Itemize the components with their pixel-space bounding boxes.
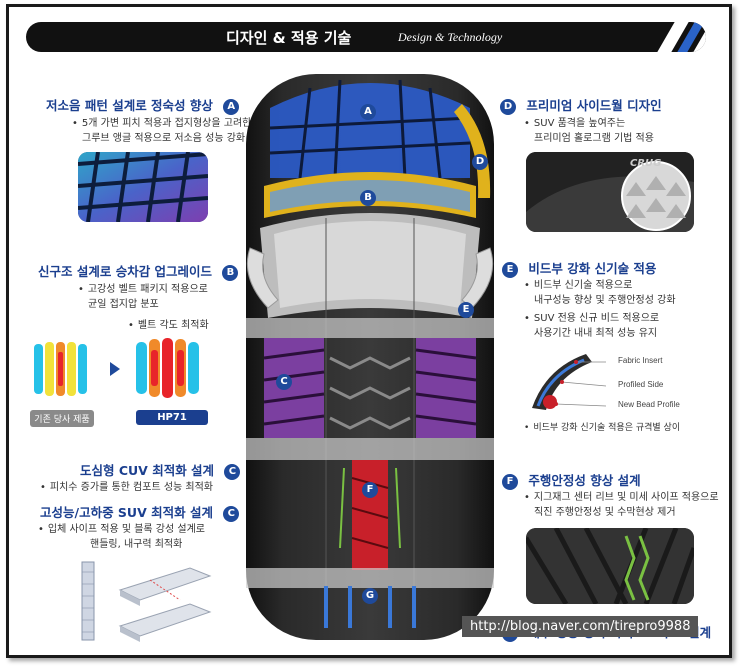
header-subtitle: Design & Technology [398, 30, 503, 44]
section-c1-line-1-text: 피치수 증가를 통한 컴포트 성능 최적화 [49, 482, 213, 493]
section-c1-title: 도심형 CUV 최적화 설계 C [80, 460, 241, 480]
section-b-line-3-text: 벨트 각도 최적화 [137, 320, 209, 331]
tire-marker-c: C [276, 374, 292, 390]
section-a-title: 저소음 패턴 설계로 정숙성 향상 A [46, 95, 240, 115]
bead-label-profiled-side: Profiled Side [618, 380, 664, 389]
section-f-badge: F [502, 473, 518, 490]
section-b-line-2: 균일 접지압 분포 [88, 299, 159, 310]
section-c2-line-1: •입체 사이프 적용 및 블록 강성 설계로 [38, 524, 205, 535]
section-e-line-4: 사용기간 내내 최적 성능 유지 [534, 328, 658, 339]
footprint-heatmap-old [32, 340, 94, 398]
section-a-badge: A [223, 98, 240, 115]
tread-pattern-graphic [78, 152, 208, 222]
section-e-note: •비드부 강화 신기술 적용은 규격별 상이 [524, 423, 681, 433]
section-e-line-2: 내구성능 향상 및 주행안정성 강화 [534, 295, 676, 306]
section-c2-badge: C [223, 505, 240, 522]
section-b-line-3: •벨트 각도 최적화 [128, 320, 209, 331]
sidewall-image: CRUG [526, 152, 694, 232]
tire-illustration: A B C D E F G [240, 68, 500, 648]
section-a-line-2: 그루브 앵글 적용으로 저소음 성능 강화 [82, 133, 246, 144]
header-bar: 디자인 & 적용 기술 Design & Technology [26, 22, 706, 52]
arrow-right-icon [110, 362, 120, 376]
section-f-line-2: 직진 주행안정성 및 수막현상 제거 [534, 507, 676, 518]
section-f-title-text: 주행안정성 향상 설계 [528, 473, 641, 488]
blog-watermark: http://blog.naver.com/tirepro9988 [462, 616, 699, 637]
section-c2-title-text: 고성능/고하중 SUV 최적화 설계 [40, 505, 213, 520]
section-d-badge: D [500, 98, 516, 115]
section-c2-line-2: 핸들링, 내구력 최적화 [90, 539, 183, 550]
section-d-line-1-text: SUV 품격을 높여주는 [533, 118, 626, 129]
header-title: 디자인 & 적용 기술 [226, 29, 352, 47]
section-b-title: 신구조 설계로 승차감 업그레이드 B [38, 261, 239, 281]
bead-diagram [526, 348, 694, 416]
tire-graphic [246, 74, 494, 640]
bead-label-fabric-insert: Fabric Insert [618, 356, 663, 365]
section-d-line-1: •SUV 품격을 높여주는 [524, 118, 626, 129]
section-f-title: F 주행안정성 향상 설계 [502, 470, 641, 490]
tread-pattern-image [78, 152, 208, 222]
tire-marker-g: G [362, 588, 378, 604]
center-rib-image [526, 528, 694, 604]
sipe-illustration [80, 560, 230, 644]
tire-marker-e: E [458, 302, 474, 318]
section-b-line-1-text: 고강성 벨트 패키지 적용으로 [87, 284, 208, 295]
tire-marker-f: F [362, 482, 378, 498]
section-b-line-1: •고강성 벨트 패키지 적용으로 [78, 284, 208, 295]
section-a-title-text: 저소음 패턴 설계로 정숙성 향상 [46, 98, 213, 113]
section-e-line-3: •SUV 전용 신규 비드 적용으로 [524, 313, 660, 324]
label-hp71: HP71 [136, 410, 208, 425]
sidewall-brand-text: CRUG [630, 158, 662, 169]
section-e-line-3-text: SUV 전용 신규 비드 적용으로 [533, 313, 660, 324]
section-e-title: E 비드부 강화 신기술 적용 [502, 258, 656, 278]
section-c1-badge: C [224, 463, 241, 480]
section-d-line-2: 프리미엄 홀로그램 기법 적용 [534, 133, 654, 144]
section-b-badge: B [222, 264, 239, 281]
section-c2-title: 고성능/고하중 SUV 최적화 설계 C [40, 502, 240, 522]
section-e-line-1: •비드부 신기술 적용으로 [524, 280, 633, 291]
section-c1-title-text: 도심형 CUV 최적화 설계 [80, 463, 215, 478]
section-d-title-text: 프리미엄 사이드월 디자인 [526, 98, 662, 113]
label-old-product: 기존 당사 제품 [30, 410, 94, 427]
footprint-heatmap-new [134, 336, 208, 400]
section-f-line-1: •지그재그 센터 리브 및 미세 사이프 적용으로 [524, 492, 719, 503]
section-c2-line-1-text: 입체 사이프 적용 및 블록 강성 설계로 [47, 524, 205, 535]
tire-marker-b: B [360, 190, 376, 206]
section-a-line-1-text: 5개 가변 피치 적용과 접지형상을 고려한 [81, 118, 252, 129]
tire-marker-a: A [360, 104, 376, 120]
section-e-note-text: 비드부 강화 신기술 적용은 규격별 상이 [533, 423, 681, 433]
tire-marker-d: D [472, 154, 488, 170]
section-f-line-1-text: 지그재그 센터 리브 및 미세 사이프 적용으로 [533, 492, 719, 503]
section-c1-line-1: •피치수 증가를 통한 컴포트 성능 최적화 [40, 482, 213, 493]
section-e-badge: E [502, 261, 518, 278]
section-b-title-text: 신구조 설계로 승차감 업그레이드 [38, 264, 213, 279]
bead-label-new-bead-profile: New Bead Profile [618, 400, 680, 409]
section-e-line-1-text: 비드부 신기술 적용으로 [533, 280, 633, 291]
section-d-title: D 프리미엄 사이드월 디자인 [500, 95, 662, 115]
section-a-line-1: •5개 가변 피치 적용과 접지형상을 고려한 [72, 118, 252, 129]
section-e-title-text: 비드부 강화 신기술 적용 [528, 261, 657, 276]
